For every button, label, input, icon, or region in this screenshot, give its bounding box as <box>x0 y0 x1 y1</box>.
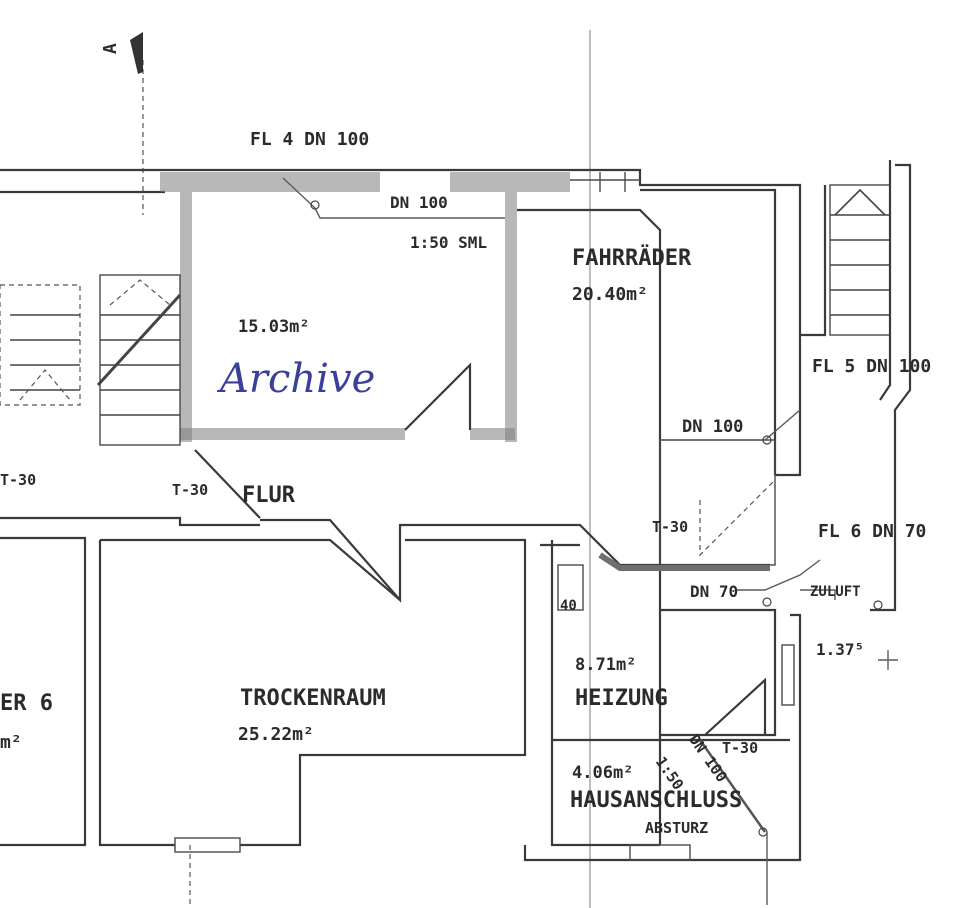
corridor <box>0 449 770 847</box>
absturz-label: ABSTURZ <box>645 819 708 837</box>
archive-handwritten-label: Archive <box>216 356 375 402</box>
heizung-label: HEIZUNG <box>575 686 668 711</box>
label-scale-top: 1:50 SML <box>410 233 487 252</box>
label-zuluft: ZULUFT <box>810 584 861 600</box>
label-fl6: FL 6 DN 70 <box>818 521 926 542</box>
fahrraeder-label: FAHRRÄDER <box>572 245 692 271</box>
outer-walls <box>0 168 802 477</box>
keller6-label: ER 6 <box>0 691 53 716</box>
pipes <box>282 177 898 905</box>
trockenraum-walls <box>98 538 527 905</box>
keller6-area: m² <box>0 732 22 753</box>
flur-label: FLUR <box>242 483 296 508</box>
fahrraeder-area: 20.40m² <box>572 284 648 305</box>
right-staircase <box>800 160 912 612</box>
label-t30-mid: T-30 <box>172 481 208 499</box>
heizung-walls <box>523 540 802 862</box>
heizung-area: 8.71m² <box>575 655 636 675</box>
label-t30-left: T-30 <box>0 471 36 489</box>
trockenraum-label: TROCKENRAUM <box>240 686 386 711</box>
left-staircase <box>0 274 182 446</box>
label-fl4: FL 4 DN 100 <box>250 129 369 150</box>
label-t30-right: T-30 <box>652 518 688 536</box>
trockenraum-area: 25.22m² <box>238 724 314 745</box>
label-dimension: 1.37⁵ <box>816 640 864 659</box>
label-dn100-top: DN 100 <box>390 193 448 212</box>
hausanschluss-area: 4.06m² <box>572 763 633 783</box>
label-40: 40 <box>560 598 577 614</box>
label-fl5: FL 5 DN 100 <box>812 356 931 377</box>
archive-area: 15.03m² <box>238 317 310 337</box>
section-marker: A <box>100 32 144 215</box>
label-dn100-mid: DN 100 <box>682 417 743 437</box>
section-mark-label: A <box>100 43 121 54</box>
label-t30-low: T-30 <box>722 739 758 757</box>
archive-walls <box>180 192 517 442</box>
hausanschluss-label: HAUSANSCHLUSS <box>570 788 742 813</box>
label-dn70: DN 70 <box>690 582 738 601</box>
